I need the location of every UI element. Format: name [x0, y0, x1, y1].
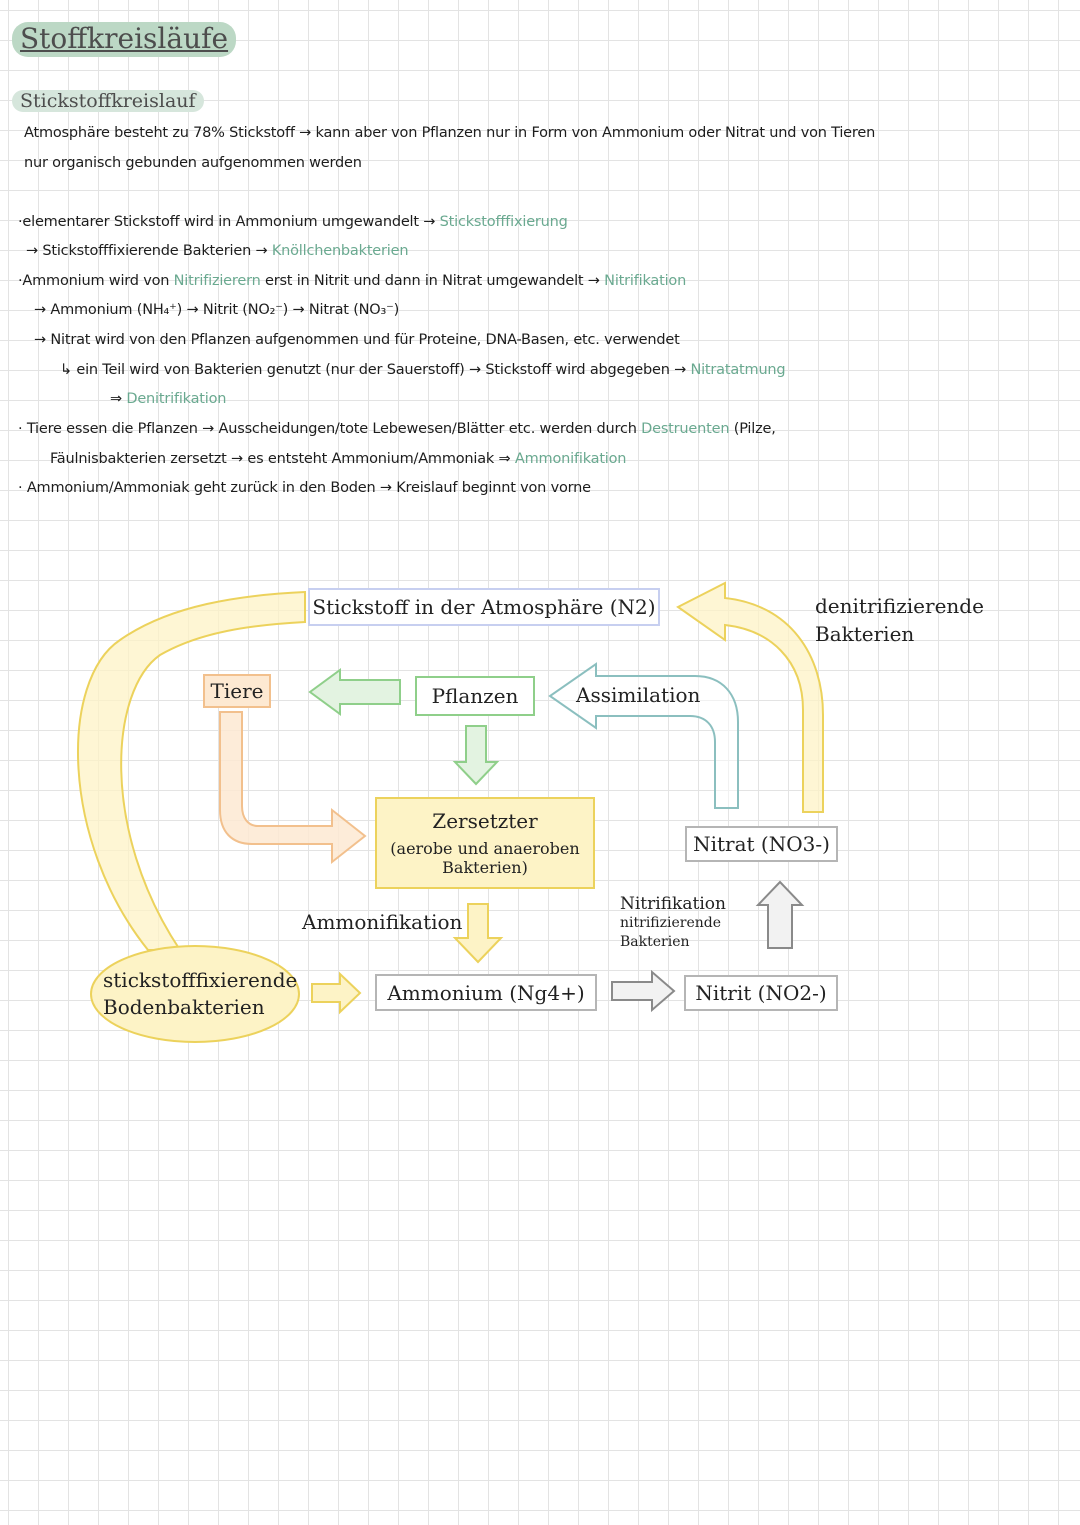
- page-title: Stoffkreisläufe: [12, 22, 237, 57]
- fixation-curve-arrow: [77, 590, 306, 951]
- ammonium-box: Ammonium (Ng4+): [375, 974, 597, 1011]
- fixing-to-ammonium-arrow: [311, 971, 362, 1015]
- note-line-10: · Tiere essen die Pflanzen → Ausscheidun…: [18, 421, 776, 437]
- note-line-3: ·elementarer Stickstoff wird in Ammonium…: [18, 214, 568, 230]
- fixing-bacteria-label: stickstofffixierende Bodenbakterien: [103, 968, 298, 1019]
- decomposers-box: Zersetzter (aerobe und anaeroben Bakteri…: [375, 797, 595, 889]
- note-line-9: ⇒ Denitrifikation: [110, 391, 227, 407]
- nitrification-label: Nitrifikation nitrifizierende Bakterien: [620, 894, 726, 950]
- decomposers-to-ammonium-arrow: [452, 903, 504, 964]
- decomposers-title: Zersetzter: [432, 809, 538, 833]
- ammonium-to-nitrite-arrow: [611, 969, 676, 1013]
- plants-box: Pflanzen: [415, 676, 535, 716]
- note-line-11: Fäulnisbakterien zersetzt → es entsteht …: [50, 451, 627, 467]
- plants-to-animals-arrow: [308, 668, 401, 716]
- nitrite-to-nitrate-arrow: [755, 880, 805, 949]
- nitrite-box: Nitrit (NO2-): [684, 975, 838, 1011]
- note-line-2: nur organisch gebunden aufgenommen werde…: [24, 155, 362, 171]
- assimilation-arrow: [548, 662, 739, 809]
- note-line-7: → Nitrat wird von den Pflanzen aufgenomm…: [34, 332, 680, 348]
- denitrification-curve-arrow: [676, 581, 824, 813]
- animals-box: Tiere: [203, 674, 271, 708]
- fixing-bacteria-ellipse: [90, 945, 300, 1043]
- note-line-5: ·Ammonium wird von Nitrifizierern erst i…: [18, 273, 687, 289]
- note-line-12: · Ammonium/Ammoniak geht zurück in den B…: [18, 480, 591, 496]
- plants-to-decomposers-arrow: [452, 725, 500, 786]
- note-line-6: → Ammonium (NH₄⁺) → Nitrit (NO₂⁻) → Nitr…: [34, 302, 400, 318]
- note-line-1: Atmosphäre besteht zu 78% Stickstoff → k…: [24, 125, 876, 141]
- animals-to-decomposers-arrow: [219, 711, 367, 865]
- section-title: Stickstoffkreislauf: [12, 90, 204, 112]
- assimilation-label: Assimilation: [576, 683, 701, 707]
- atmosphere-box: Stickstoff in der Atmosphäre (N2): [308, 588, 660, 626]
- decomposers-subtitle: (aerobe und anaeroben: [390, 839, 580, 858]
- denitrifying-bacteria-label: denitrifizierende Bakterien: [815, 594, 984, 646]
- note-line-8: ↳ ein Teil wird von Bakterien genutzt (n…: [60, 362, 786, 378]
- ammonification-label: Ammonifikation: [302, 910, 463, 934]
- note-line-4: → Stickstofffixierende Bakterien → Knöll…: [26, 243, 409, 259]
- decomposers-subtitle-2: Bakterien): [442, 858, 528, 877]
- nitrate-box: Nitrat (NO3-): [685, 826, 838, 862]
